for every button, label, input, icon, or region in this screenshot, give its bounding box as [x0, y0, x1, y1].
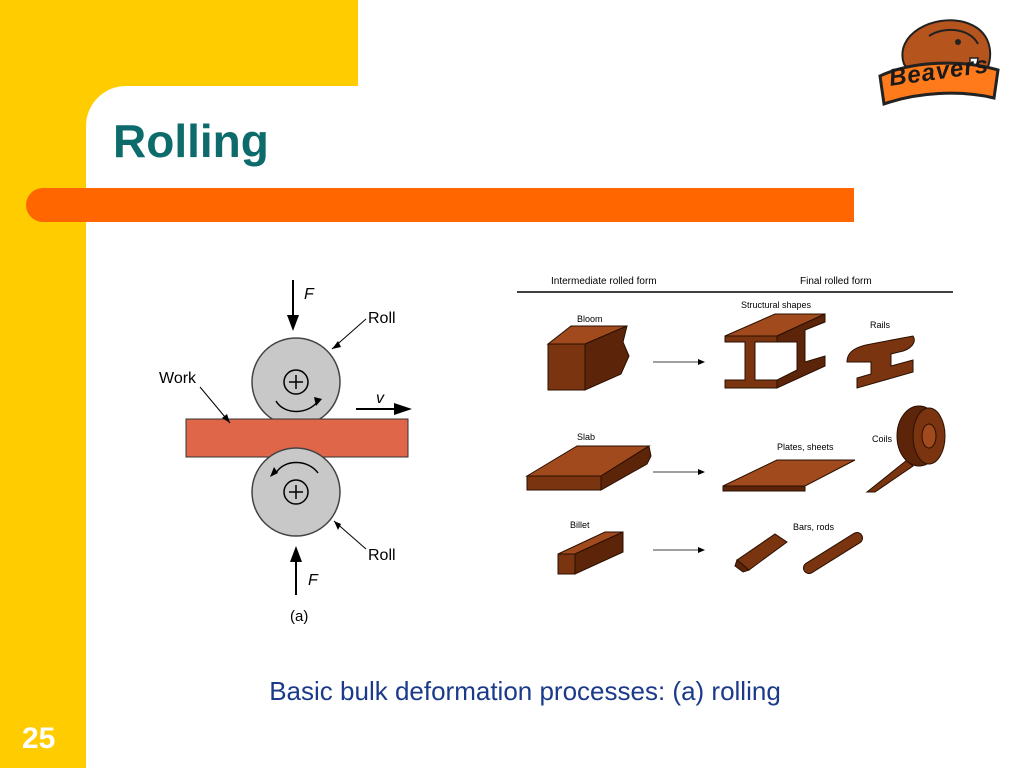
label-structural-shapes: Structural shapes: [741, 300, 812, 310]
rail-shape: [846, 335, 915, 389]
velocity-arrow: [356, 403, 412, 415]
rolled-products-diagram: Intermediate rolled form Final rolled fo…: [517, 276, 953, 575]
slide-number: 25: [22, 722, 56, 755]
roll-top-label: Roll: [368, 310, 396, 327]
beaver-mascot-icon: [878, 19, 1000, 107]
plate-shape: [722, 459, 856, 492]
title-underline-bar: [26, 188, 854, 222]
diagram-sublabel: (a): [290, 608, 308, 625]
label-plates-sheets: Plates, sheets: [777, 442, 834, 452]
rod-shape: [803, 532, 863, 574]
slab-shape: [525, 445, 652, 491]
label-billet: Billet: [570, 520, 590, 530]
left-yellow-bar: [0, 0, 86, 768]
bloom-shape: [546, 325, 630, 391]
bottom-force-arrow: [290, 546, 302, 595]
billet-shape: [557, 531, 624, 575]
slide-caption: Basic bulk deformation processes: (a) ro…: [269, 676, 781, 706]
i-beam-shape: [724, 313, 826, 389]
arrow-row2: [653, 469, 705, 475]
rolling-diagram: F F Roll Roll Work v (a): [159, 280, 412, 625]
top-yellow-band: [0, 0, 358, 86]
label-bars-rods: Bars, rods: [793, 522, 835, 532]
header-intermediate: Intermediate rolled form: [551, 276, 657, 287]
arrow-row1: [653, 359, 705, 365]
label-coils: Coils: [872, 434, 893, 444]
work-label: Work: [159, 370, 197, 387]
roll-bottom-label: Roll: [368, 547, 396, 564]
bar-shape: [734, 533, 788, 573]
label-rails: Rails: [870, 320, 891, 330]
slide-title: Rolling: [113, 115, 269, 167]
top-force-arrow: [287, 280, 299, 331]
top-force-label: F: [304, 286, 315, 303]
velocity-label: v: [376, 390, 385, 407]
label-slab: Slab: [577, 432, 595, 442]
bottom-force-label: F: [308, 572, 319, 589]
coil-shape: [865, 405, 946, 493]
header-final: Final rolled form: [800, 276, 872, 287]
bottom-roll: [251, 447, 341, 537]
beavers-logo: Beavers: [874, 14, 1004, 110]
label-bloom: Bloom: [577, 314, 603, 324]
arrow-row3: [653, 547, 705, 553]
top-roll: [251, 337, 341, 427]
